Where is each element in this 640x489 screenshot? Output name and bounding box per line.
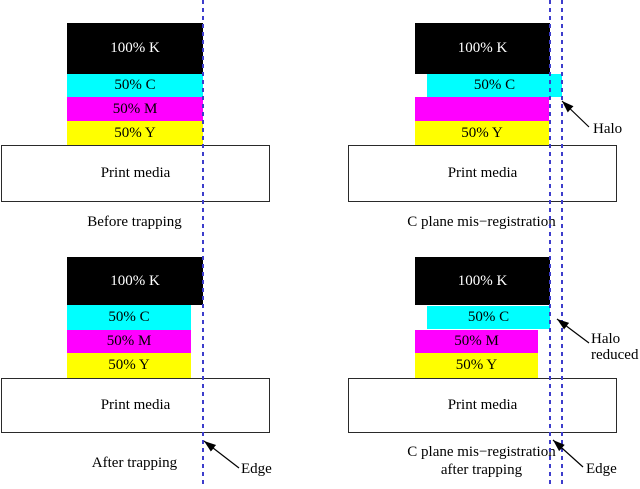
misreg-bar-100k: 100% K (415, 23, 550, 74)
misreg-after-print-media: Print media (348, 378, 617, 433)
edge-line-right-c (561, 0, 563, 484)
before-caption: Before trapping (87, 214, 182, 230)
before-print-media: Print media (1, 145, 270, 202)
misreg-print-media: Print media (348, 145, 617, 202)
misreg-after-bar-50y: 50% Y (415, 353, 538, 378)
after-bar-50y: 50% Y (67, 353, 191, 378)
halo-arrow (561, 100, 590, 128)
edge-line-left (202, 0, 204, 484)
after-bar-100k: 100% K (67, 257, 203, 305)
after-bar-50m: 50% M (67, 330, 191, 353)
edge-line-right-k (549, 0, 551, 484)
misreg-after-bar-50c: 50% C (427, 306, 550, 329)
misreg-bar-50m (415, 97, 549, 121)
after-caption: After trapping (91, 455, 178, 471)
before-bar-50c: 50% C (67, 74, 203, 97)
misreg-after-caption-line2: after trapping (440, 462, 523, 478)
misreg-after-caption-line1: C plane mis−registration (407, 444, 556, 460)
after-print-media: Print media (1, 378, 270, 433)
before-bar-50m: 50% M (67, 97, 203, 121)
halo-reduced-label-line2: reduced (591, 347, 639, 363)
misreg-caption: C plane mis−registration (407, 214, 556, 230)
misreg-after-bar-50m: 50% M (415, 330, 538, 353)
before-bar-100k: 100% K (67, 23, 203, 74)
halo-reduced-label-line1: Halo (591, 331, 621, 347)
after-bar-50c: 50% C (67, 305, 191, 330)
misreg-after-bar-100k: 100% K (415, 257, 550, 305)
halo-label: Halo (593, 121, 623, 137)
before-bar-50y: 50% Y (67, 121, 203, 145)
edge-label-right: Edge (586, 461, 617, 477)
edge-label-left: Edge (241, 461, 272, 477)
misreg-bar-50y: 50% Y (415, 121, 549, 145)
misreg-bar-50c: 50% C (427, 74, 562, 97)
